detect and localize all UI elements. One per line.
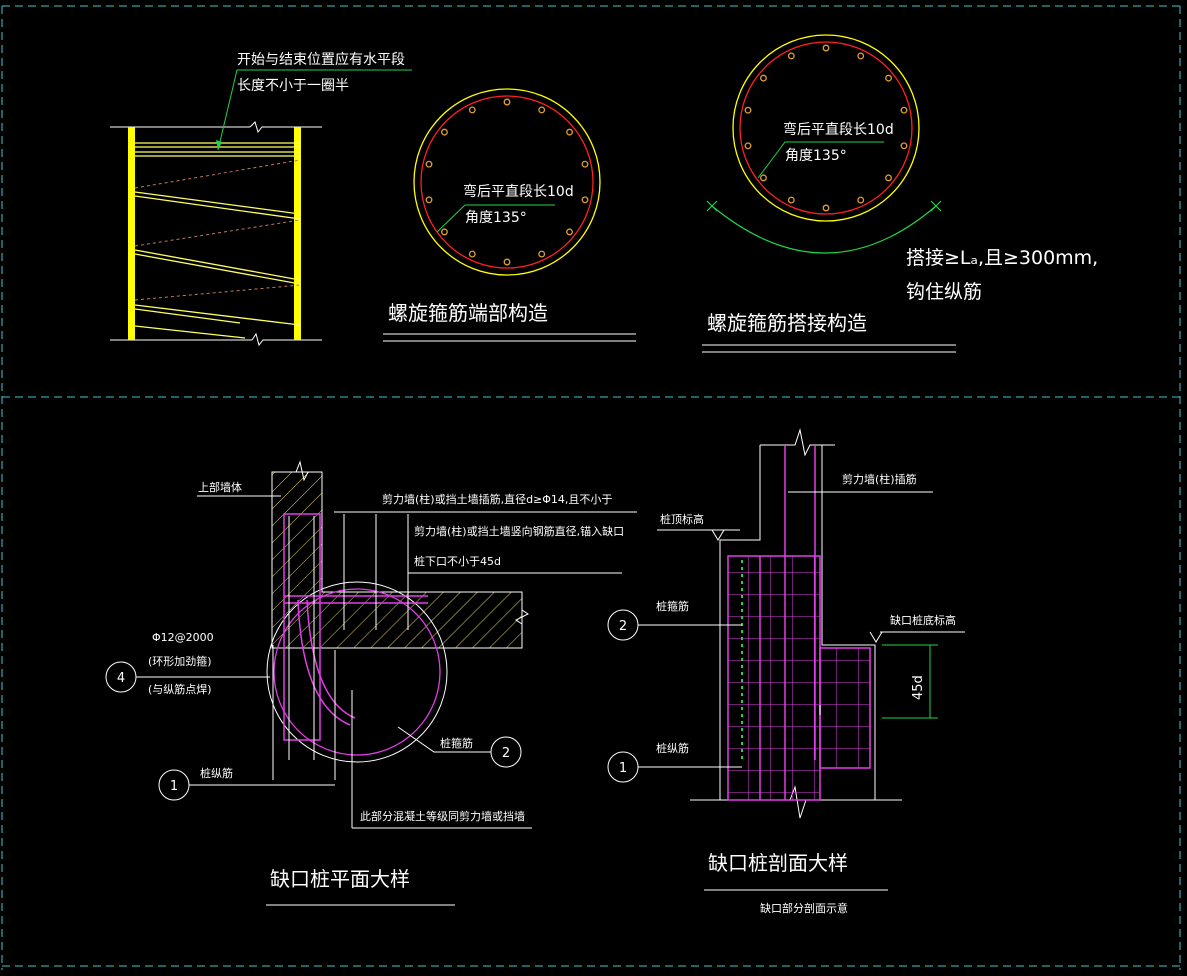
dim-45d: 45d (911, 675, 926, 700)
plan-detail-title: 缺口桩平面大样 (270, 867, 410, 891)
spiral-note-line1: 开始与结束位置应有水平段 (237, 51, 405, 68)
rebar-point (857, 52, 865, 60)
rebar-point (538, 106, 546, 114)
rebar-point (581, 196, 589, 204)
end-note-line2: 角度135° (465, 210, 527, 226)
notched-pile-plan-detail: 上部墙体 剪力墙(柱)或挡土墙插筋,直径d≥Φ14,且不小于 剪力墙(柱)或挡土… (105, 460, 637, 906)
section-stirrup-label: 桩箍筋 (656, 599, 689, 613)
wall-rebar-label: 剪力墙(柱)插筋 (842, 472, 917, 486)
rebar-point (885, 174, 892, 182)
ring-rebar-line1: Φ12@2000 (152, 631, 214, 644)
rebar-point (744, 142, 752, 150)
lap-note-line1: 弯后平直段长10d (783, 121, 894, 138)
rebar-point (468, 106, 476, 114)
rebar-point (857, 196, 865, 204)
ring-rebar-line3: (与纵筋点焊) (148, 682, 212, 696)
rebar-point (566, 128, 573, 136)
rebar-point (503, 258, 511, 266)
section-detail-title: 缺口桩剖面大样 (708, 851, 848, 875)
rebar-point (787, 52, 795, 60)
lap-detail-title: 螺旋箍筋搭接构造 (707, 311, 867, 335)
section-callout-1: 1 (619, 761, 627, 776)
concrete-note: 此部分混凝土等级同剪力墙或挡墙 (360, 809, 525, 823)
pile-top-label: 桩顶标高 (660, 512, 704, 526)
callout-4: 4 (117, 671, 125, 686)
plan-note2-line1: 剪力墙(柱)或挡土墙竖向钢筋直径,锚入缺口 (414, 524, 624, 538)
plan-callout-2: 2 (502, 746, 510, 761)
lap-length-line2: 钩住纵筋 (906, 281, 982, 303)
end-detail-title: 螺旋箍筋端部构造 (388, 301, 548, 325)
lap-length-line1: 搭接≥Lₐ,且≥300mm, (906, 247, 1098, 269)
end-rebar-points (425, 98, 589, 266)
spiral-note-line2: 长度不小于一圈半 (237, 78, 349, 94)
rebar-point (566, 228, 573, 236)
rebar-point (900, 106, 908, 114)
rebar-point (425, 160, 433, 168)
plan-stirrup-label: 桩箍筋 (440, 736, 473, 750)
plan-callout-2-circle (490, 736, 522, 768)
rebar-point (503, 98, 511, 106)
rebar-point (468, 250, 476, 258)
rebar-point (538, 250, 546, 258)
section-long-rebar-label: 桩纵筋 (656, 741, 689, 755)
notch-bottom-label: 缺口桩底标高 (890, 613, 956, 627)
ring-rebar-line2: (环形加劲箍) (148, 654, 212, 668)
rebar-point (885, 74, 892, 82)
rebar-point (760, 74, 767, 82)
rebar-point (822, 204, 830, 212)
notched-pile-section-detail: 剪力墙(柱)插筋 桩顶标高 缺口桩底标高 45d 2 桩箍筋 1 桩纵筋 缺口桩… (607, 428, 965, 915)
rebar-point (760, 174, 767, 182)
end-note-line1: 弯后平直段长10d (463, 183, 574, 200)
upper-wall-label: 上部墙体 (198, 480, 242, 494)
lap-rebar-points (744, 44, 908, 212)
rebar-point (900, 142, 908, 150)
rebar-point (744, 106, 752, 114)
section-callout-2: 2 (619, 619, 627, 634)
rebar-point (787, 196, 795, 204)
rebar-point (581, 160, 589, 168)
rebar-point (822, 44, 830, 52)
plan-callout-1: 1 (170, 779, 178, 794)
rebar-point (441, 228, 448, 236)
plan-note1: 剪力墙(柱)或挡土墙插筋,直径d≥Φ14,且不小于 (382, 492, 612, 506)
rebar-point (441, 128, 448, 136)
plan-note2-line2: 桩下口不小于45d (414, 554, 501, 568)
rebar-point (425, 196, 433, 204)
spiral-lap-detail: 弯后平直段长10d 角度135° 搭接≥Lₐ,且≥300mm, 钩住纵筋 螺旋箍… (702, 34, 1098, 353)
spiral-end-detail: 弯后平直段长10d 角度135° 螺旋箍筋端部构造 (383, 88, 636, 342)
section-subtitle: 缺口部分剖面示意 (760, 901, 848, 915)
plan-long-rebar-label: 桩纵筋 (200, 766, 233, 780)
lap-note-line2: 角度135° (785, 148, 847, 164)
spiral-elevation-detail: 开始与结束位置应有水平段 长度不小于一圈半 (110, 51, 412, 347)
